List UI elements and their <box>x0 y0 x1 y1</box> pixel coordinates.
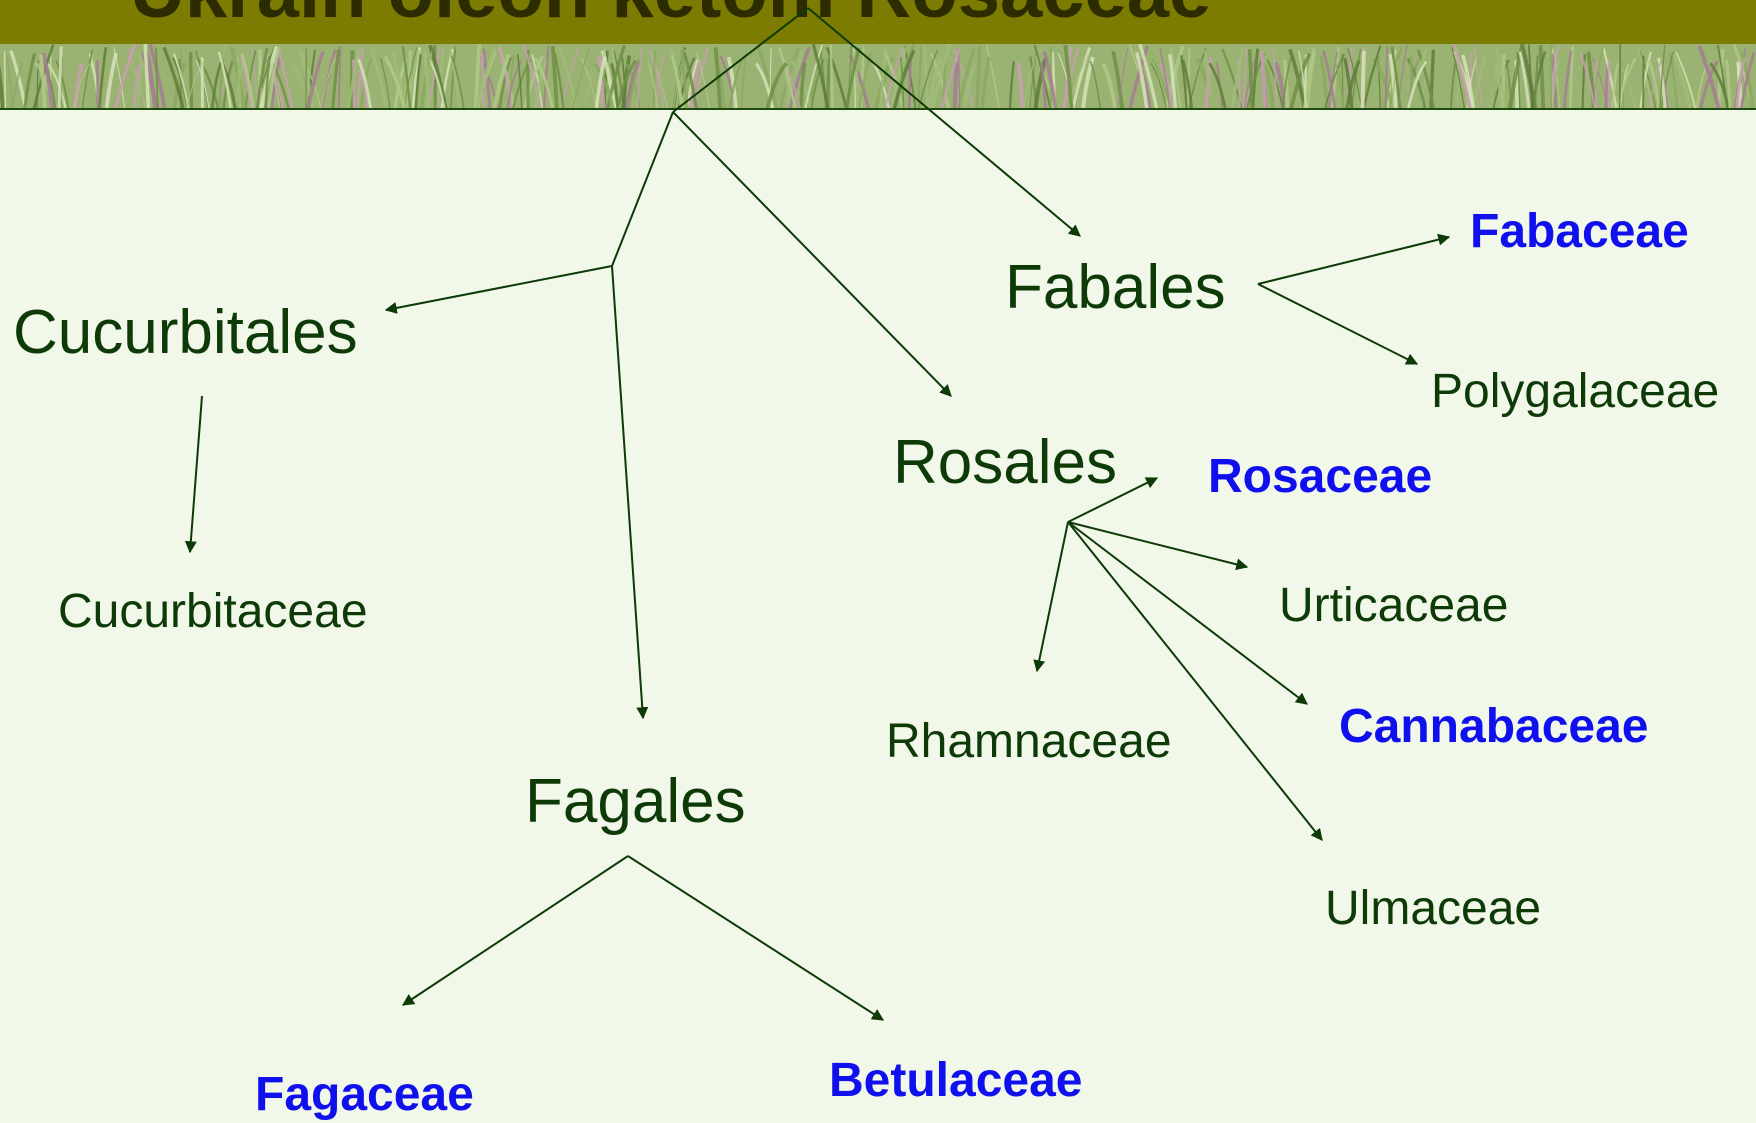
family-fagaceae: Fagaceae <box>255 1071 474 1119</box>
family-ulmaceae: Ulmaceae <box>1325 885 1541 933</box>
connector-rosales-urticaceae <box>1068 522 1247 567</box>
connector-branch-split <box>612 112 673 266</box>
order-cucurbitales: Cucurbitales <box>13 302 358 364</box>
connector-branch-rosales <box>673 112 951 396</box>
order-fabales: Fabales <box>1005 257 1226 319</box>
connector-rosales-ulmaceae <box>1068 522 1322 840</box>
connector-split-fagales <box>612 266 643 718</box>
family-betulaceae: Betulaceae <box>829 1057 1082 1105</box>
connector-fabales-polygalaceae <box>1258 284 1417 364</box>
connector-fagales-betulaceae <box>628 856 883 1020</box>
connector-split-cucurbitales <box>386 266 612 310</box>
connector-root-branch <box>673 8 808 112</box>
connector-fagales-fagaceae <box>403 856 628 1005</box>
family-rhamnaceae: Rhamnaceae <box>886 718 1172 766</box>
connector-rosales-cannabaceae <box>1068 522 1307 704</box>
connector-root-fabales <box>808 8 1080 236</box>
family-cannabaceae: Cannabaceae <box>1339 703 1649 751</box>
connector-fabales-fabaceae <box>1258 237 1449 284</box>
order-fagales: Fagales <box>525 771 746 833</box>
order-rosales: Rosales <box>893 432 1117 494</box>
family-rosaceae: Rosaceae <box>1208 453 1432 501</box>
connector-rosales-rhamnaceae <box>1037 522 1068 671</box>
family-fabaceae: Fabaceae <box>1470 208 1689 256</box>
family-urticaceae: Urticaceae <box>1279 582 1508 630</box>
connector-cucurbitales-family <box>190 396 202 552</box>
family-polygalaceae: Polygalaceae <box>1431 368 1719 416</box>
family-cucurbitaceae: Cucurbitaceae <box>58 588 368 636</box>
